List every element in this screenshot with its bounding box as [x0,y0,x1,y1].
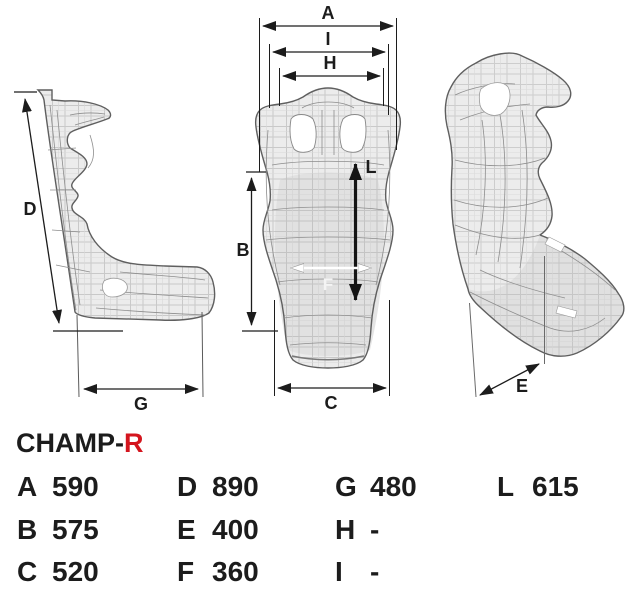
dim-key: B [17,513,38,545]
dimension-d: D [14,91,123,332]
spec-column-3: G 480 H- I- [335,466,417,594]
spec-row-l: L 615 [497,466,579,509]
g-extension-lines [76,311,204,398]
dimension-e: E [469,256,545,398]
headrest-hole [478,82,511,116]
side-mount-hole [102,277,128,298]
spec-column-2: D 890 E 400 F 360 [177,466,259,594]
spec-row-c: C 520 [17,551,99,594]
harness-hole-right [339,114,367,153]
dim-key: E [177,513,196,545]
l-label: L [366,157,377,177]
b-label: B [237,240,250,260]
dimension-f: F [291,268,371,294]
front-view-mesh-lines [265,101,391,346]
width-extension-lines [259,18,397,172]
e-extension-lines [469,256,545,398]
spec-row-i: I- [335,551,417,594]
f-label: F [323,275,333,294]
spec-column-1: A 590 B 575 C 520 [17,466,99,594]
front-view-seat [254,87,402,369]
c-extension-lines [274,300,390,396]
spec-row-f: F 360 [177,551,259,594]
dim-key: F [177,556,195,588]
i-label: I [325,29,330,49]
dim-key: A [17,471,38,502]
spec-row-a: A 590 [17,466,99,509]
dim-key: C [17,556,38,588]
spec-row-g: G 480 [335,466,417,509]
three-quarter-view-seat [444,52,625,357]
dim-key: L [497,471,515,502]
product-variant: R [124,428,144,458]
e-arrow [479,363,540,396]
product-title: CHAMP-R [16,430,144,457]
harness-hole-left [289,114,317,153]
belt-slot-lower [555,305,578,319]
seat-dimension-diagram: D G [14,3,625,414]
dim-value: 520 [52,556,99,588]
g-label: G [134,394,148,414]
dimension-l: L [349,157,377,301]
side-view-seat [37,89,216,398]
dimension-h: H [282,53,381,81]
dimension-b: B [237,171,278,332]
dim-value: - [370,556,380,588]
c-label: C [325,393,338,413]
dimension-c: C [274,300,390,413]
dimension-i: I [272,29,386,57]
front-bottom-band [291,355,365,361]
spec-row-b: B 575 [17,509,99,552]
a-label: A [322,3,335,23]
e-label: E [516,376,528,396]
dim-key: D [177,471,198,502]
dim-value: 575 [52,513,99,545]
belt-slot-upper [544,236,566,253]
h-label: H [324,53,337,73]
quarter-view-mesh-lines [453,83,616,332]
dim-key: H [335,513,356,545]
spec-column-4: L 615 [497,466,579,509]
dim-value: - [370,513,380,545]
dim-value: 890 [212,471,259,502]
spec-row-d: D 890 [177,466,259,509]
d-arrow [22,98,62,324]
dim-key: G [335,471,357,502]
dimension-a: A [262,3,394,31]
dim-key: I [335,556,343,588]
dim-value: 615 [532,471,579,502]
spec-row-h: H- [335,509,417,552]
dim-value: 480 [370,471,417,502]
spec-row-e: E 400 [177,509,259,552]
dim-value: 360 [212,556,259,588]
dim-value: 590 [52,471,99,502]
d-label: D [24,199,37,219]
dim-value: 400 [212,513,259,545]
dimension-g: G [83,384,199,414]
spec-table: A 590 B 575 C 520 D 890 E 400 F 360 G 480 H- I-… [0,466,642,596]
product-model: CHAMP- [16,428,124,458]
